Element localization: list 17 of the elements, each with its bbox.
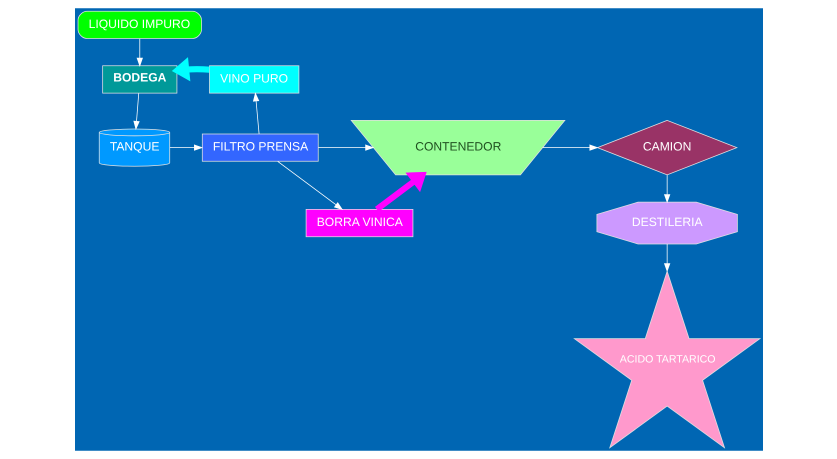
arrow bbox=[663, 174, 670, 204]
node-box: VINO PURO bbox=[208, 65, 299, 94]
node-diamond: CAMION bbox=[596, 120, 738, 176]
arrow bbox=[168, 144, 203, 151]
arrow bbox=[171, 57, 210, 82]
arrow bbox=[318, 144, 374, 151]
arrow bbox=[276, 161, 343, 210]
arrow bbox=[663, 244, 670, 272]
arrow bbox=[542, 144, 598, 151]
node-box: FILTRO PRENSA bbox=[201, 134, 318, 162]
arrow bbox=[374, 172, 426, 212]
arrow bbox=[252, 92, 259, 134]
arrow bbox=[136, 38, 142, 67]
arrow bbox=[132, 92, 140, 130]
node-box: BORRA VINICA bbox=[305, 209, 413, 238]
node-box: BODEGA bbox=[102, 65, 177, 94]
node-box: LIQUIDO IMPURO bbox=[77, 10, 202, 39]
